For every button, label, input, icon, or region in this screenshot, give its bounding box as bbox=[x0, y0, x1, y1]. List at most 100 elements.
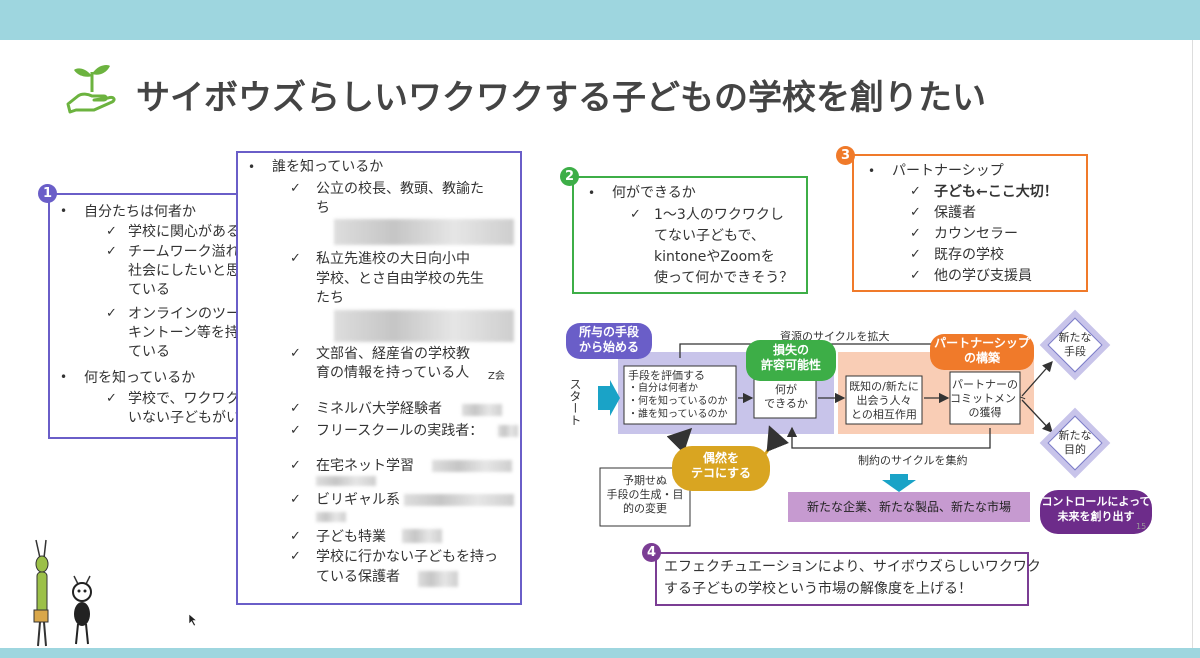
loss-pill: 損失の許容可能性 bbox=[746, 340, 836, 381]
check-icon: ✓ bbox=[290, 458, 301, 473]
new-means-text: 新たな手段 bbox=[1058, 331, 1092, 358]
check-icon: ✓ bbox=[910, 268, 921, 283]
list-item: ている bbox=[128, 344, 170, 360]
redacted-text bbox=[462, 404, 502, 416]
check-icon: ✓ bbox=[106, 306, 117, 321]
check-icon: ✓ bbox=[290, 181, 301, 196]
can-do-text: 何ができるか bbox=[764, 383, 808, 410]
effectuation-line-1: エフェクチュエーションにより、サイボウズらしいワクワク bbox=[664, 559, 1041, 575]
bullet-dot: • bbox=[868, 164, 876, 178]
page-number: 15 bbox=[1136, 522, 1147, 531]
market-box bbox=[788, 492, 1030, 522]
control-pill: コントロールによって未来を創り出す bbox=[1040, 490, 1152, 534]
redacted-text bbox=[334, 219, 514, 245]
list-item: kintoneやZoomを bbox=[654, 249, 775, 265]
list-heading: パートナーシップ bbox=[892, 163, 1004, 179]
list-item: ている保護者 bbox=[316, 569, 400, 585]
list-item: 使って何かできそう？ bbox=[654, 270, 794, 286]
check-icon: ✓ bbox=[910, 205, 921, 220]
list-item: 他の学び支援員 bbox=[934, 268, 1032, 284]
check-icon: ✓ bbox=[290, 251, 301, 266]
constraint-cycle-label: 制約のサイクルを集約 bbox=[858, 454, 968, 467]
meet-box bbox=[845, 375, 923, 425]
list-item: 子ども←ここ大切！ bbox=[934, 184, 1058, 200]
what-can-do-box bbox=[572, 176, 808, 294]
commit-box bbox=[949, 371, 1021, 425]
list-item: ミネルバ大学経験者 bbox=[316, 401, 442, 417]
redacted-text bbox=[334, 310, 514, 342]
redacted-text bbox=[402, 529, 442, 543]
plant-in-hand-icon bbox=[66, 64, 116, 114]
meet-text: 既知の/新たに出会う人々との相互作用 bbox=[849, 380, 919, 421]
list-item: 学校に行かない子どもを持っ bbox=[316, 549, 498, 565]
new-goal-text: 新たな目的 bbox=[1058, 429, 1092, 456]
list-item: 社会にしたいと思っ bbox=[128, 263, 254, 279]
list-item: 学校で、ワクワクして bbox=[128, 391, 268, 407]
list-item: カウンセラー bbox=[934, 226, 1018, 242]
list-item: 何を知っているか bbox=[84, 370, 196, 386]
check-icon: ✓ bbox=[910, 184, 921, 199]
bullet-dot: • bbox=[60, 204, 68, 218]
list-item: いない子どもがいる bbox=[128, 410, 254, 426]
list-item: ビリギャル系 bbox=[316, 492, 400, 508]
start-label: スタート bbox=[568, 378, 582, 426]
list-item: 保護者 bbox=[934, 205, 976, 221]
market-text: 新たな企業、新たな製品、新たな市場 bbox=[806, 500, 1011, 514]
redacted-text bbox=[316, 512, 346, 522]
start-pill: 所与の手段から始める bbox=[566, 323, 652, 359]
list-item: 既存の学校 bbox=[934, 247, 1004, 263]
list-item: たち bbox=[316, 290, 344, 306]
commit-text: パートナーのコミットメントの獲得 bbox=[950, 378, 1027, 419]
check-icon: ✓ bbox=[910, 247, 921, 262]
redacted-text bbox=[418, 571, 458, 587]
bullet-dot: • bbox=[248, 160, 256, 174]
list-item: 育の情報を持っている人 bbox=[316, 365, 470, 381]
can-do-box bbox=[753, 375, 817, 419]
list-heading: 誰を知っているか bbox=[272, 159, 384, 175]
redacted-text bbox=[404, 494, 514, 506]
box-number-badge: 1 bbox=[38, 184, 57, 203]
list-item: 公立の校長、教頭、教諭た bbox=[316, 181, 484, 197]
check-icon: ✓ bbox=[910, 226, 921, 241]
box-number-badge: 2 bbox=[560, 167, 579, 186]
list-item: 1～3人のワクワクし bbox=[654, 207, 784, 223]
check-icon: ✓ bbox=[106, 224, 117, 239]
unexpected-text: 予期せぬ手段の生成・目的の変更 bbox=[606, 474, 684, 515]
effectuation-line-2: する子どもの学校という市場の解像度を上げる！ bbox=[664, 581, 972, 597]
list-item: ている bbox=[128, 282, 170, 298]
check-icon: ✓ bbox=[290, 492, 301, 507]
list-item: チームワーク溢れる bbox=[128, 244, 254, 260]
list-item: 学校に関心がある bbox=[128, 224, 240, 240]
list-item: Z会 bbox=[488, 371, 505, 382]
bullet-dot: • bbox=[588, 186, 596, 200]
effectuation-box bbox=[655, 552, 1029, 606]
list-item: フリースクールの実践者： bbox=[316, 423, 484, 439]
page-title: サイボウズらしいワクワクする子どもの学校を創りたい bbox=[136, 78, 986, 118]
check-icon: ✓ bbox=[290, 401, 301, 416]
box-number-badge: 3 bbox=[836, 146, 855, 165]
window-top-bar bbox=[0, 0, 1200, 40]
list-item: 在宅ネット学習 bbox=[316, 458, 414, 474]
start-arrow bbox=[598, 380, 620, 416]
check-icon: ✓ bbox=[106, 391, 117, 406]
list-item: 私立先進校の大日向小中 bbox=[316, 251, 470, 267]
effectuation-diagram bbox=[598, 309, 1111, 527]
list-item: 子ども特業 bbox=[316, 529, 386, 545]
list-item: ち bbox=[316, 200, 330, 216]
partnership-pill: パートナーシップの構築 bbox=[930, 334, 1034, 370]
partnership-box bbox=[852, 154, 1088, 292]
means-text: 手段を評価する ・自分は何者か ・何を知っているのか ・誰を知っているのか bbox=[628, 369, 728, 420]
check-icon: ✓ bbox=[106, 244, 117, 259]
mouse-cursor-icon bbox=[188, 613, 198, 627]
redacted-text bbox=[316, 476, 376, 486]
list-item: キントーン等を持っ bbox=[128, 325, 253, 341]
list-item: 自分たちは何者か bbox=[84, 204, 196, 220]
bullet-dot: • bbox=[60, 370, 68, 384]
list-item: オンラインのツール、 bbox=[128, 306, 268, 322]
list-heading: 何ができるか bbox=[612, 185, 696, 201]
check-icon: ✓ bbox=[290, 549, 301, 564]
new-goal-diamond bbox=[1039, 407, 1111, 479]
list-item: 文部省、経産省の学校教 bbox=[316, 346, 470, 362]
chance-pill: 偶然をテコにする bbox=[672, 446, 770, 491]
resource-cycle-label: 資源のサイクルを拡大 bbox=[780, 330, 890, 343]
